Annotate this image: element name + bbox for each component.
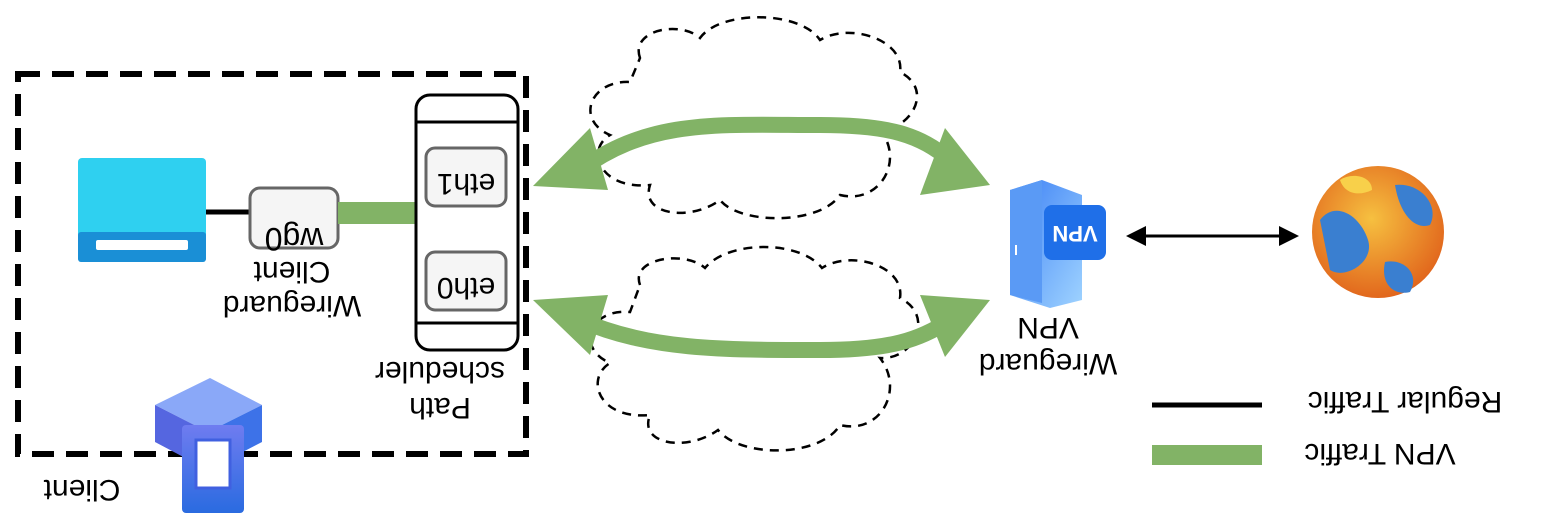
eth1-label: eth1 — [437, 167, 495, 200]
client-box-label: Client — [43, 473, 120, 506]
vpn-tunnel-lower — [533, 295, 990, 359]
wg0-interface: wg0 — [248, 186, 340, 257]
vpn-wireguard-label-line1: VPN — [1017, 311, 1079, 344]
client-wireguard-label-line2: Wireguard — [223, 289, 361, 322]
path-scheduler-label-line2: Path — [409, 391, 471, 424]
regular-link-vpn-internet — [1126, 226, 1299, 246]
internet-cloud-top — [589, 16, 919, 220]
vpn-server-icon: VPN — [1010, 180, 1106, 308]
legend-regular-label: Regular Traffic — [1308, 385, 1503, 418]
client-device-icon — [155, 378, 262, 513]
eth0-interface: eth0 — [424, 250, 508, 312]
wg0-label: wg0 — [265, 221, 325, 257]
eth0-label: eth0 — [437, 271, 495, 304]
vpn-badge-label: VPN — [1052, 221, 1097, 246]
path-scheduler — [414, 93, 520, 352]
legend: Regular Traffic VPN Traffic — [1152, 385, 1502, 470]
client-wireguard-label-line1: Client — [253, 255, 330, 288]
laptop-icon — [78, 158, 206, 262]
vpn-tunnel-upper — [533, 116, 990, 195]
internet-cloud-bottom — [589, 245, 920, 452]
vpn-wireguard-label-line2: Wireguard — [979, 347, 1117, 380]
path-scheduler-label-line1: scheduler — [375, 355, 505, 388]
globe-icon — [1312, 166, 1444, 298]
client-boundary — [15, 71, 529, 457]
eth1-interface: eth1 — [424, 146, 508, 208]
legend-vpn-label: VPN Traffic — [1304, 437, 1455, 470]
